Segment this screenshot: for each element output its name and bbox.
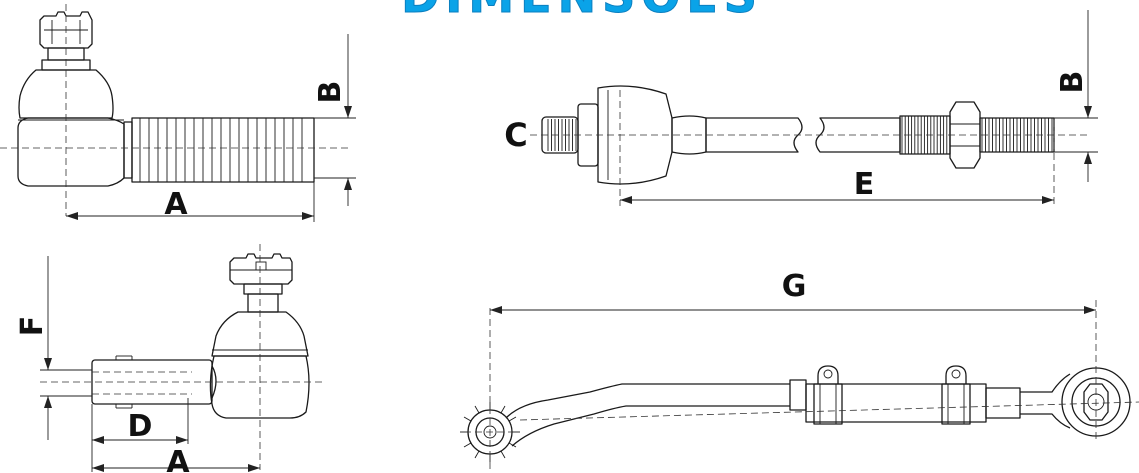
label-g: G [782, 269, 807, 304]
diagram-title: DIMENSÕES [401, 0, 763, 23]
label-f: F [15, 316, 50, 337]
inner-tie-rod [530, 10, 1098, 206]
label-e: E [854, 167, 875, 202]
tie-rod-end-bottom [40, 244, 322, 472]
tie-rod-assembly [460, 300, 1139, 470]
label-a-top: A [164, 187, 188, 222]
label-b-right: B [1055, 71, 1090, 94]
label-d: D [128, 409, 153, 444]
label-c: C [504, 116, 527, 154]
tie-rod-end-top [0, 4, 356, 222]
label-a-bottom: A [166, 445, 190, 473]
label-b-left: B [313, 81, 348, 104]
